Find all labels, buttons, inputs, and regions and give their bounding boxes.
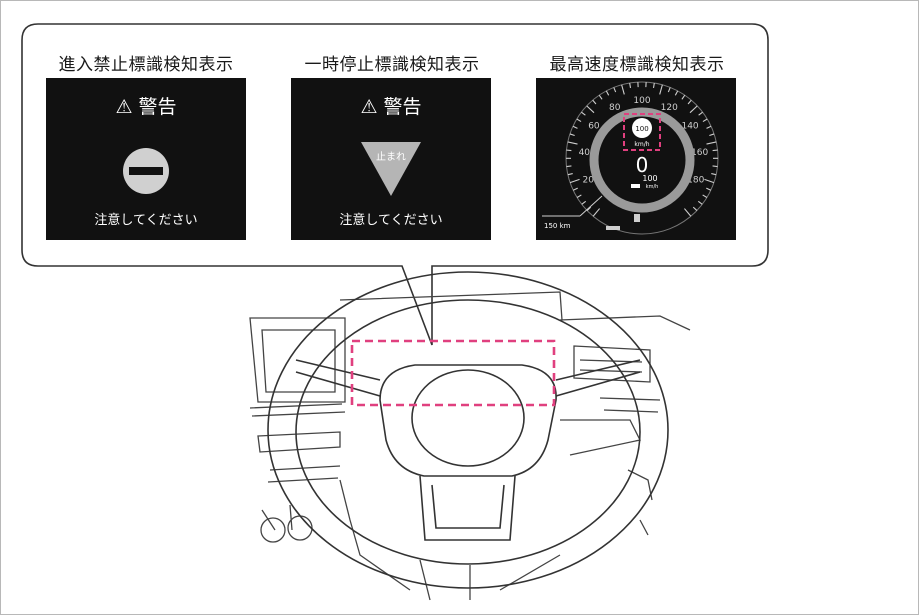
speed-scale-tick [576, 194, 582, 198]
speed-scale-tick [569, 178, 580, 184]
speed-scale-tick [576, 118, 582, 123]
speed-scale-tick [592, 208, 600, 217]
display-area-highlight [350, 339, 556, 407]
speed-scale-tick [586, 206, 592, 211]
warning-triangle-icon: ⚠ [115, 96, 133, 118]
stop-sign-icon: 止まれ [361, 142, 421, 196]
speed-scale-tick [566, 149, 572, 152]
speed-scale-tick [667, 87, 671, 93]
speed-scale-tick [689, 105, 698, 114]
warning-heading: ⚠ 警告 [46, 92, 246, 119]
panel-title-no-entry: 進入禁止標識検知表示 [58, 55, 234, 75]
odometer: 150 km [544, 222, 571, 230]
speed-scale-tick [706, 187, 712, 191]
speed-scale-tick [702, 118, 708, 123]
speed-scale-tick [712, 165, 718, 168]
speed-scale-tick [629, 82, 632, 89]
speed-scale-tick [702, 194, 708, 198]
caution-message: 注意してください [339, 213, 443, 228]
speed-scale-tick [566, 165, 572, 168]
speed-scale-tick [572, 187, 578, 191]
cruise-speed-value: 100 [642, 174, 657, 183]
steering-hub [411, 369, 525, 467]
speed-scale-label: 40 [579, 148, 591, 158]
speed-scale-tick [572, 125, 578, 129]
warning-heading: ⚠ 警告 [291, 92, 491, 119]
cruise-car-icon [631, 184, 640, 188]
speed-scale-tick [598, 94, 603, 100]
speed-scale-tick [704, 178, 715, 184]
speed-scale-label: 140 [681, 122, 698, 132]
speed-scale-tick [674, 90, 679, 96]
speed-scale-tick [692, 206, 698, 211]
warning-label: 警告 [138, 96, 177, 118]
speed-scale-label: 180 [687, 176, 704, 186]
warning-triangle-icon: ⚠ [360, 96, 378, 118]
speed-scale-tick [652, 82, 655, 89]
no-entry-detection-screen: ⚠ 警告 注意してください [46, 78, 246, 240]
speed-scale-label: 20 [582, 176, 594, 186]
speed-scale-label: 60 [588, 122, 600, 132]
speed-scale-tick [706, 125, 712, 129]
speed-scale-tick [706, 141, 717, 145]
speed-scale-label: 160 [691, 148, 708, 158]
speed-limit-unit: km/h [634, 141, 649, 148]
speed-scale-tick [712, 149, 718, 152]
fuel-gauge-bar [606, 226, 620, 230]
speed-scale-tick [698, 111, 703, 116]
speed-scale-tick [697, 200, 703, 205]
speed-scale-tick [681, 94, 686, 100]
steering-wheel [267, 271, 669, 589]
speed-scale-tick [684, 208, 692, 217]
speed-scale-label: 80 [609, 103, 621, 113]
warning-label: 警告 [383, 96, 422, 118]
speed-scale-label: 100 [633, 96, 650, 106]
speed-scale-tick [569, 133, 575, 137]
speed-limit-value: 100 [635, 125, 648, 133]
speed-scale-tick [592, 99, 597, 105]
speed-scale-tick [567, 141, 578, 145]
speed-scale-tick [581, 111, 586, 116]
cruise-speed-unit: km/h [646, 184, 659, 190]
speed-scale-label: 120 [661, 103, 678, 113]
stop-detection-screen: ⚠ 警告 止まれ 注意してください [291, 78, 491, 240]
speed-scale-tick [621, 84, 625, 95]
current-speed: 0 [636, 153, 649, 177]
fuel-pump-icon [634, 214, 640, 222]
speed-scale-tick [605, 90, 610, 96]
speed-scale-tick [567, 173, 573, 176]
stop-sign-text: 止まれ [376, 151, 406, 163]
speed-scale-tick [659, 84, 663, 95]
caution-message: 注意してください [94, 213, 198, 228]
panel-title-speed-limit: 最高速度標識検知表示 [549, 55, 725, 75]
no-entry-sign-icon [123, 148, 169, 194]
speed-scale-tick [687, 99, 692, 105]
dashboard-line-art [249, 291, 691, 601]
speed-scale-tick [586, 105, 595, 114]
panel-title-stop: 一時停止標識検知表示 [304, 55, 480, 75]
speed-scale-tick [613, 87, 617, 93]
speed-limit-highlight [623, 113, 661, 151]
speed-scale-tick [581, 200, 587, 205]
speed-scale-tick [709, 133, 715, 137]
speed-scale-tick [711, 173, 717, 176]
